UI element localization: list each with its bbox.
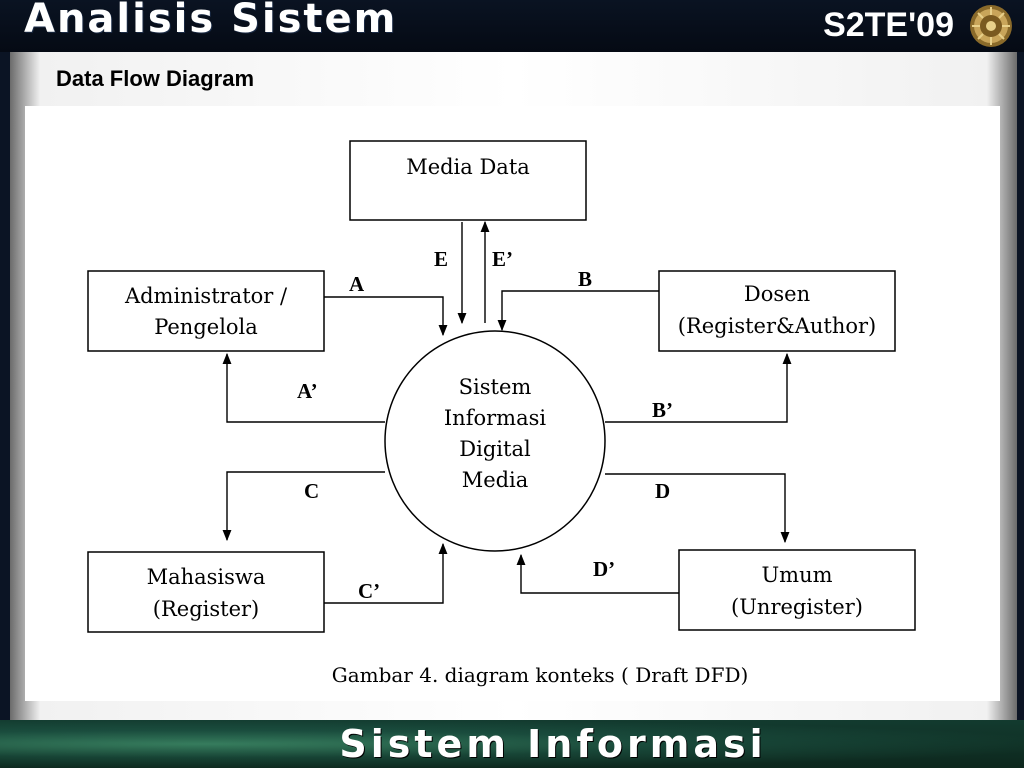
process-label-3: Digital [459,437,531,461]
entity-media-data: Media Data [349,140,587,221]
entity-umum-label-1: Umum [761,563,832,587]
header-bar [0,0,1024,52]
slide-subtitle: Data Flow Diagram [56,66,255,91]
entity-dosen-label-2: (Register&Author) [678,314,877,338]
entity-administrator: Administrator / Pengelola [87,270,325,352]
flow-a-prime-arrow [222,352,385,423]
flow-b-prime-label: B’ [652,398,673,422]
flow-b-prime-arrow [605,352,792,423]
diagram-caption: Gambar 4. diagram konteks ( Draft DFD) [332,663,749,687]
process-sistem-informasi: Sistem Informasi Digital Media [384,330,606,552]
course-code: S2TE'09 [823,6,954,44]
footer-bar [0,720,1024,768]
entity-mahasiswa-label-2: (Register) [153,597,259,621]
flow-a-label: A [349,272,365,296]
entity-media-data-label: Media Data [406,155,530,179]
flow-c-arrow [222,471,385,542]
university-emblem-icon [970,5,1012,47]
diagram-canvas: Media Data Administrator / Pengelola Dos… [25,106,1000,701]
flow-d-prime-arrow [516,553,679,594]
flow-b-arrow [497,290,659,332]
flow-e-label: E [434,247,448,271]
flow-c-prime-label: C’ [358,579,380,603]
flow-c-prime-arrow [324,542,448,604]
flow-d-prime-label: D’ [593,557,615,581]
flow-d-arrow [605,473,790,544]
flow-c-label: C [304,479,319,503]
flow-b-label: B [578,267,592,291]
entity-dosen: Dosen (Register&Author) [658,270,896,352]
entity-dosen-label-1: Dosen [744,282,810,306]
process-label-4: Media [462,468,529,492]
context-diagram: Media Data Administrator / Pengelola Dos… [87,140,916,687]
entity-umum: Umum (Unregister) [678,549,916,631]
entity-umum-label-2: (Unregister) [731,595,863,619]
flow-e-prime-label: E’ [492,247,513,271]
footer-title: Sistem Informasi [339,722,767,766]
flow-a-prime-label: A’ [297,379,318,403]
flow-a-arrow [324,296,448,337]
entity-administrator-label-1: Administrator / [124,284,288,308]
flow-d-label: D [655,479,670,503]
process-label-1: Sistem [459,375,532,399]
entity-mahasiswa: Mahasiswa (Register) [87,551,325,633]
entity-mahasiswa-label-1: Mahasiswa [147,565,266,589]
slide-title: Analisis Sistem [24,0,398,42]
entity-administrator-label-2: Pengelola [154,315,258,339]
process-label-2: Informasi [444,406,546,430]
